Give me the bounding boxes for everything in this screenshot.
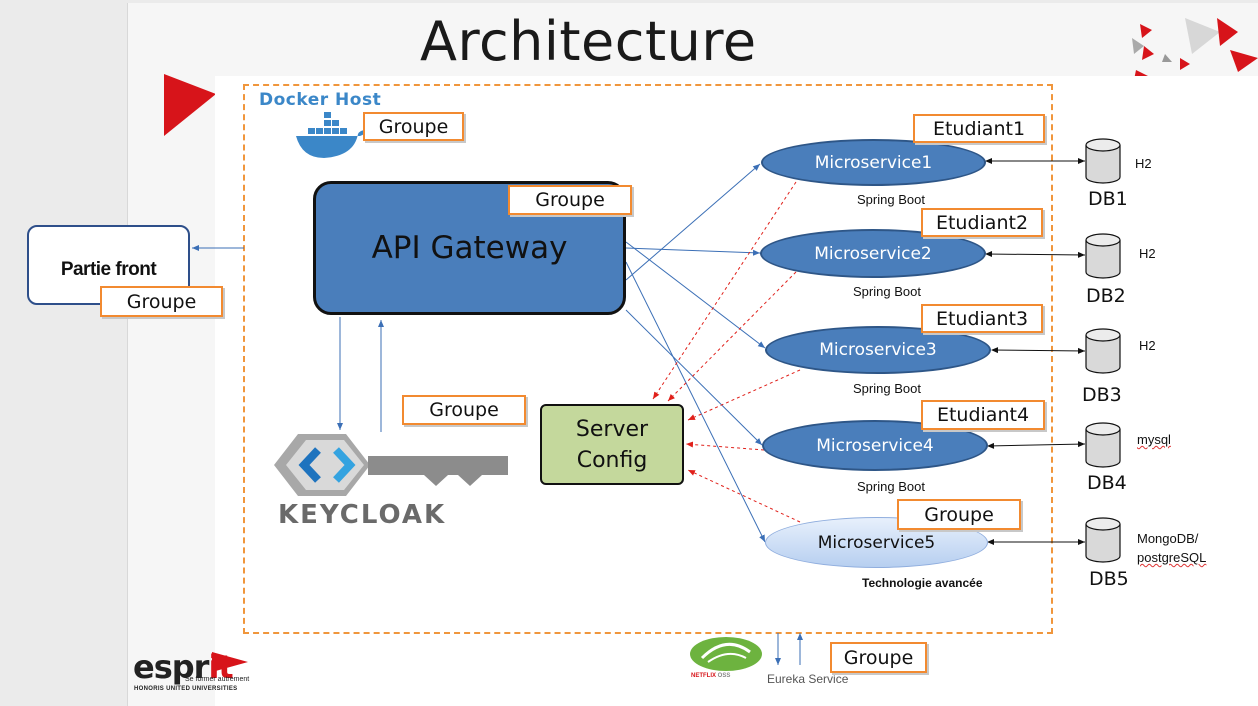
db2-cylinder-icon [1085, 233, 1121, 279]
slide-title: Architecture [420, 10, 757, 73]
docker-whale-icon [296, 112, 366, 158]
db5-label: DB5 [1089, 568, 1129, 590]
edge-gateway-ms1 [625, 163, 761, 281]
keycloak-groupe-tag: Groupe [402, 395, 526, 425]
edge-ms3-db3 [991, 347, 1086, 354]
db3-cylinder-icon [1085, 328, 1121, 374]
decorative-red-arrow [164, 74, 216, 136]
netflix-text: NETFLIX [691, 673, 716, 679]
edge-gateway-ms2 [625, 247, 761, 256]
db5-type-line1: MongoDB/ [1137, 531, 1199, 546]
esprit-logo-text-a: espr [133, 648, 209, 686]
db4-type: mysql [1137, 432, 1171, 447]
eureka-groupe-tag: Groupe [830, 642, 927, 673]
db2-label: DB2 [1086, 285, 1126, 307]
microservice1-tech: Spring Boot [857, 192, 925, 207]
eureka-netflix-label: NETFLIX OSS [691, 673, 730, 679]
db3-type: H2 [1139, 338, 1156, 353]
docker-groupe-tag: Groupe [363, 112, 464, 141]
oss-text: OSS [717, 673, 731, 679]
db5-type-line2: postgreSQL [1137, 550, 1207, 565]
microservice3-student-tag: Etudiant3 [921, 304, 1043, 333]
edge-gateway-ms3 [625, 241, 766, 349]
db1-label: DB1 [1088, 188, 1128, 210]
keycloak-key-icon [274, 434, 508, 496]
microservice2-node: Microservice2 [760, 229, 986, 278]
microservice4-tech: Spring Boot [857, 479, 925, 494]
docker-host-frame [243, 84, 1053, 634]
edge-gateway-ms5 [625, 261, 766, 543]
edge-ms5-config [687, 469, 801, 523]
microservice3-node: Microservice3 [765, 326, 991, 374]
db2-type: H2 [1139, 246, 1156, 261]
esprit-group: HONORIS UNITED UNIVERSITIES [134, 686, 238, 692]
db5-type: MongoDB/ postgreSQL [1137, 529, 1206, 567]
front-groupe-tag: Groupe [100, 286, 223, 317]
microservice2-tech: Spring Boot [853, 284, 921, 299]
esprit-logo-swoosh [212, 652, 248, 672]
esprit-tagline: Se former autrement [185, 676, 250, 683]
spring-eureka-leaf-icon [690, 637, 762, 671]
db1-type: H2 [1135, 156, 1152, 171]
db4-label: DB4 [1087, 472, 1127, 494]
microservice1-student-tag: Etudiant1 [913, 114, 1045, 143]
server-config-line1: Server [575, 416, 649, 442]
db4-cylinder-icon [1085, 422, 1121, 468]
edge-ms1-config [652, 181, 797, 400]
db3-label: DB3 [1082, 384, 1122, 406]
edge-ms4-config [685, 441, 765, 451]
db5-cylinder-icon [1085, 517, 1121, 563]
edge-ms2-config [667, 271, 797, 402]
db1-cylinder-icon [1085, 138, 1121, 184]
microservice3-tech: Spring Boot [853, 381, 921, 396]
edge-ms3-config [687, 369, 801, 421]
microservice2-student-tag: Etudiant2 [921, 208, 1043, 237]
edge-gateway-ms4 [625, 309, 763, 446]
microservice4-node: Microservice4 [762, 420, 988, 471]
eureka-service-label: Eureka Service [767, 672, 849, 686]
server-config-line2: Config [576, 447, 648, 473]
api-gateway-groupe-tag: Groupe [508, 185, 632, 215]
docker-host-label: Docker Host [259, 90, 382, 110]
edge-ms4-db4 [987, 441, 1086, 449]
edge-ms2-db2 [985, 251, 1086, 258]
microservice4-student-tag: Etudiant4 [921, 400, 1045, 430]
microservice5-tech: Technologie avancée [862, 576, 983, 590]
microservice1-node: Microservice1 [761, 139, 986, 186]
keycloak-label: KEYCLOAK [278, 500, 447, 530]
microservice5-groupe-tag: Groupe [897, 499, 1021, 530]
